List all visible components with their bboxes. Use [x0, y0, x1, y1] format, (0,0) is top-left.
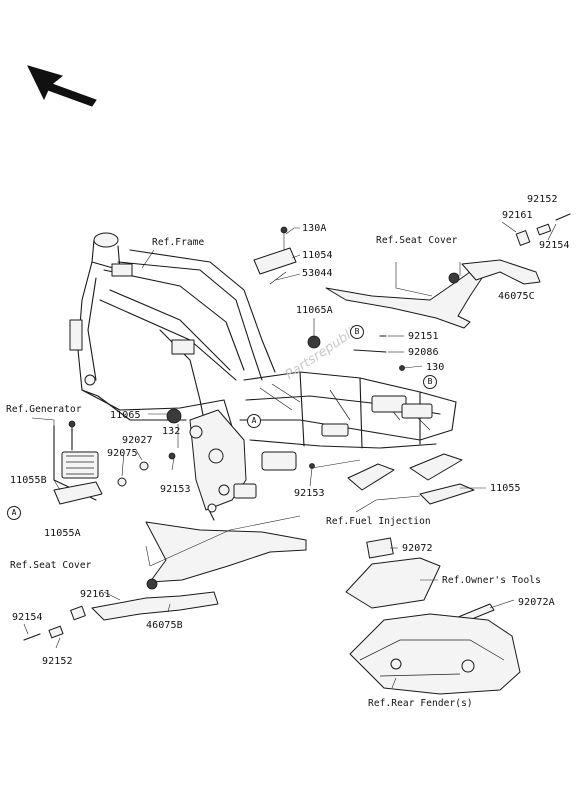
part-label-92154-bottom: 92154 [12, 612, 43, 623]
marker-a-left: A [7, 506, 21, 520]
rear-fender [349, 613, 521, 695]
leader-lines [23, 221, 557, 689]
part-label-130: 130 [426, 362, 445, 373]
part-label-92072a: 92072A [518, 597, 555, 608]
part-label-92151: 92151 [408, 331, 439, 342]
ref-label-frame: Ref.Frame [152, 237, 205, 248]
part-label-132: 132 [162, 426, 181, 437]
bracket-46075b [23, 521, 307, 641]
part-label-11055: 11055 [490, 483, 521, 494]
part-label-92161-top: 92161 [502, 210, 533, 221]
bracket-46075c [325, 213, 571, 329]
part-label-92027: 92027 [122, 435, 153, 446]
part-label-92161-bottom: 92161 [80, 589, 111, 600]
ref-label-seat-cover-top: Ref.Seat Cover [376, 235, 458, 246]
marker-b-top: B [350, 325, 364, 339]
ref-label-fuel-injection: Ref.Fuel Injection [326, 516, 431, 527]
ref-label-generator: Ref.Generator [6, 404, 82, 415]
part-label-92086: 92086 [408, 347, 439, 358]
part-label-92154-top: 92154 [539, 240, 570, 251]
marker-a-frame: A [247, 414, 261, 428]
ref-label-owners-tools: Ref.Owner's Tools [442, 575, 541, 586]
part-label-11065a: 11065A [296, 305, 333, 316]
ref-label-rear-fender: Ref.Rear Fender(s) [368, 698, 473, 709]
part-label-92152-top: 92152 [527, 194, 558, 205]
bolts-92151-92086 [353, 335, 405, 371]
part-label-11055a: 11055A [44, 528, 81, 539]
part-label-46075c: 46075C [498, 291, 535, 302]
main-frame [69, 232, 457, 521]
part-label-92152-bottom: 92152 [42, 656, 73, 667]
part-label-92072: 92072 [402, 543, 433, 554]
part-label-92153-right: 92153 [294, 488, 325, 499]
front-direction-arrow-icon [27, 65, 97, 107]
marker-b-right: B [423, 375, 437, 389]
part-label-130a: 130A [302, 223, 327, 234]
bracket-11054 [253, 226, 297, 285]
brackets-11055 [309, 453, 475, 505]
part-label-46075b: 46075B [146, 620, 183, 631]
part-label-11054: 11054 [302, 250, 333, 261]
part-label-11065: 11065 [110, 410, 141, 421]
ref-label-seat-cover-bottom: Ref.Seat Cover [10, 560, 92, 571]
part-label-53044: 53044 [302, 268, 333, 279]
part-label-92075: 92075 [107, 448, 138, 459]
part-label-92153-left: 92153 [160, 484, 191, 495]
part-label-11055b: 11055B [10, 475, 47, 486]
